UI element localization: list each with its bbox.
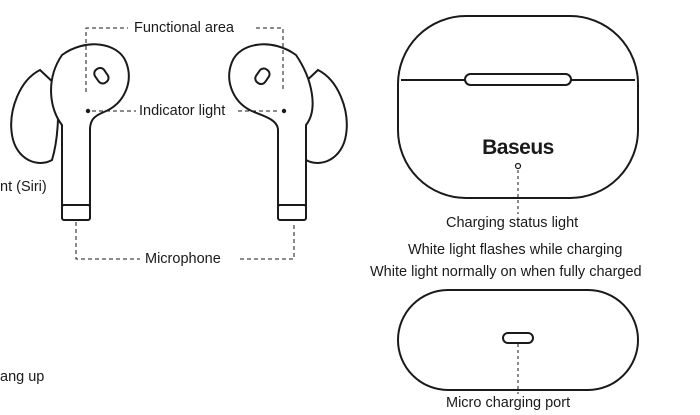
charging-description-line-1: White light flashes while charging: [408, 242, 623, 258]
microphone-leader-left: [75, 222, 140, 260]
micro-usb-port-icon: [502, 332, 534, 344]
brand-logo: Baseus: [482, 136, 554, 159]
left-stem-cap: [61, 204, 91, 221]
right-indicator-light-icon: [281, 108, 287, 114]
right-stem-cap: [277, 204, 307, 221]
charging-description-line-2: White light normally on when fully charg…: [370, 264, 642, 280]
charging-status-light-icon: [514, 162, 522, 170]
charging-case-top: [397, 15, 639, 199]
functional-area-label: Functional area: [131, 19, 237, 37]
earbud-callout-lines: [75, 27, 295, 260]
right-functional-area-icon: [254, 67, 271, 86]
microphone-label: Microphone: [142, 250, 224, 268]
left-functional-area-icon: [93, 66, 110, 85]
case-body: [397, 15, 639, 199]
case-slot: [464, 73, 572, 86]
micro-charging-port-label: Micro charging port: [443, 394, 574, 412]
hang-up-label-fragment: ang up: [0, 368, 48, 386]
left-indicator-light-icon: [85, 108, 91, 114]
charging-status-light-label: Charging status light: [443, 214, 582, 232]
functional-area-leader-right: [256, 27, 284, 92]
left-earbud: [10, 43, 130, 221]
right-earbud-head: [228, 43, 314, 206]
charging-case-bottom: [397, 289, 639, 391]
right-earbud: [228, 43, 348, 221]
functional-area-leader-left: [85, 27, 128, 92]
microphone-leader-right: [240, 222, 295, 260]
indicator-light-label: Indicator light: [136, 102, 229, 120]
siri-label-fragment: nt (Siri): [0, 178, 50, 196]
left-earbud-head: [50, 43, 130, 206]
